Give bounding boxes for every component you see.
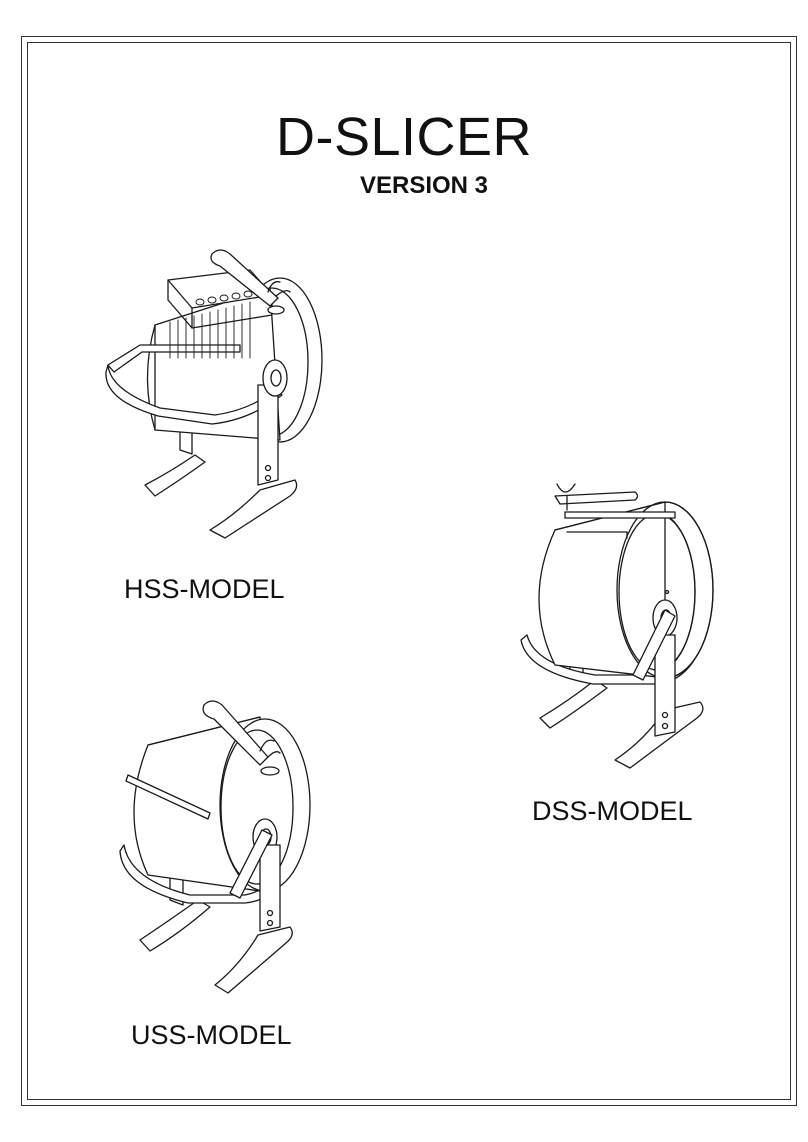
hss-slicer-icon xyxy=(100,240,340,550)
document-title: D-SLICER xyxy=(0,106,808,168)
dss-slicer-icon xyxy=(515,470,720,770)
dss-model-label: DSS-MODEL xyxy=(532,796,693,827)
hss-model-label: HSS-MODEL xyxy=(124,574,285,605)
uss-model-label: USS-MODEL xyxy=(131,1020,292,1051)
document-subtitle: VERSION 3 xyxy=(0,172,808,200)
uss-slicer-icon xyxy=(120,695,320,995)
